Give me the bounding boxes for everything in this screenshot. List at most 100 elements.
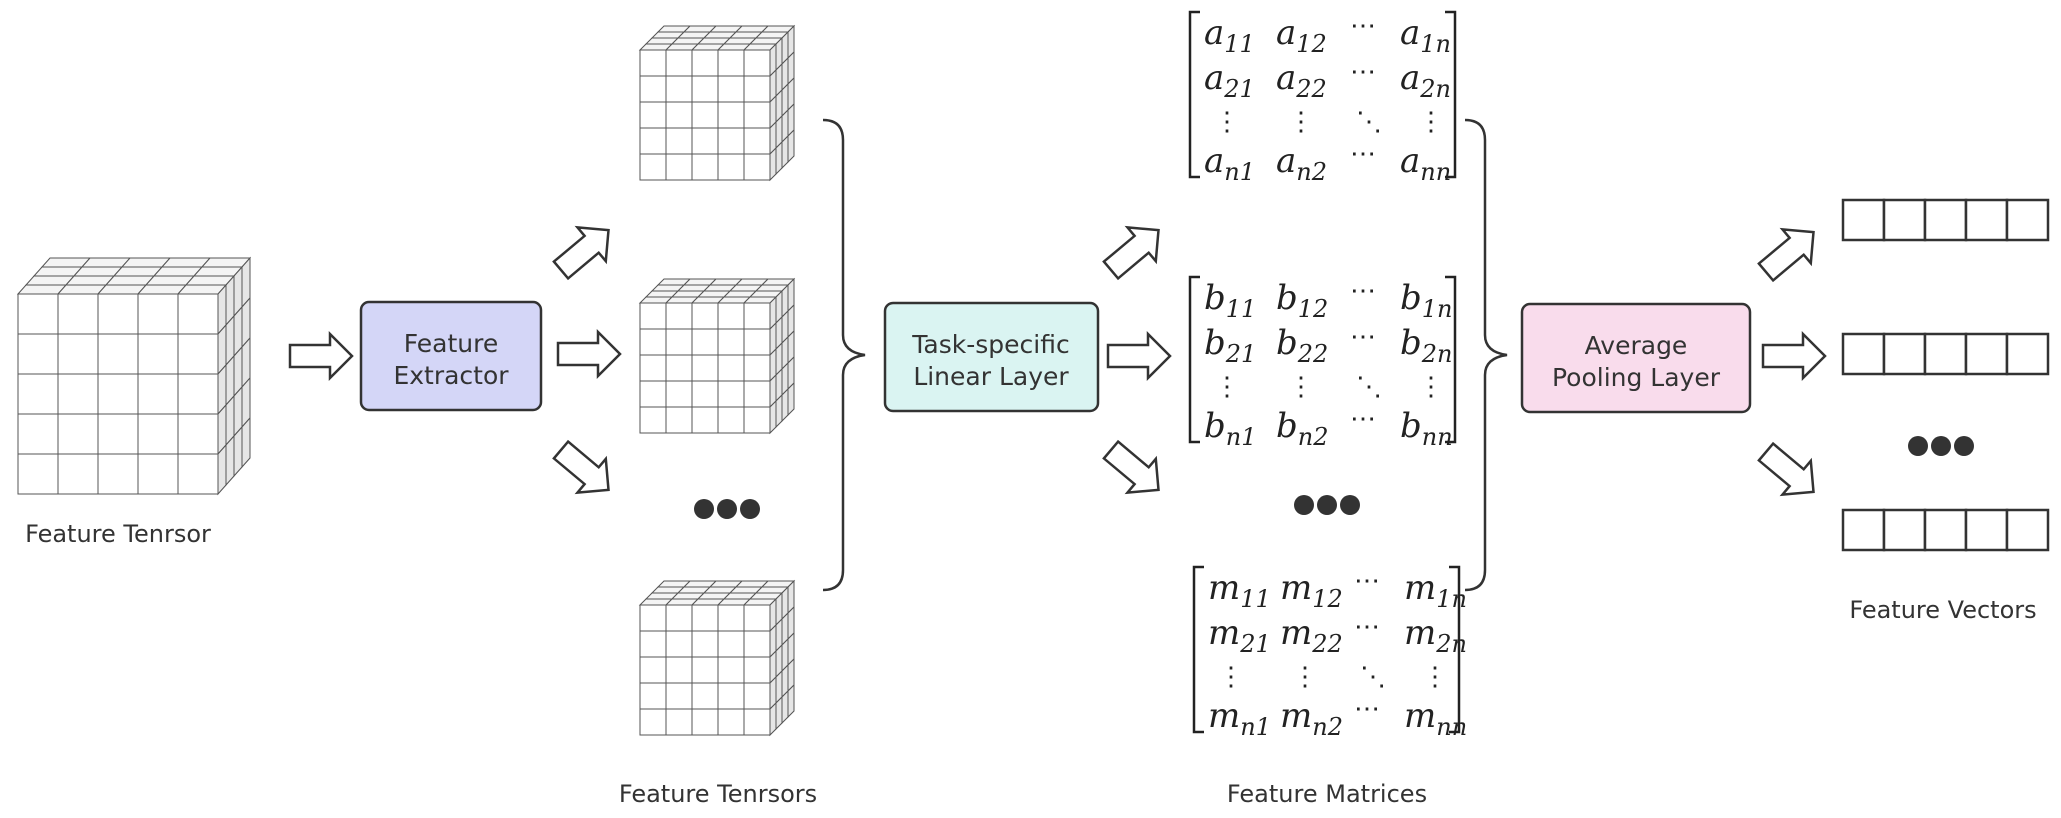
arrow-right-icon — [1761, 330, 1827, 382]
vector-cell — [1964, 508, 2009, 552]
matrix-entry: a1n — [1400, 13, 1451, 58]
matrix-entry: a2n — [1400, 58, 1451, 103]
input-feature-tensor-cube — [16, 256, 252, 496]
ellipsis-dot — [1931, 436, 1951, 456]
matrix-hdots: ⋯ — [1350, 139, 1376, 169]
vector-cell — [1882, 332, 1927, 376]
vector-cell — [1923, 198, 1968, 242]
arrow-right-icon — [1106, 330, 1172, 382]
left-bracket — [1192, 565, 1204, 734]
matrix-entry: an1 — [1204, 141, 1255, 186]
caption-feature-matrices: Feature Matrices — [1227, 780, 1427, 808]
vector-cell — [1841, 198, 1886, 242]
matrix-entry: m22 — [1280, 613, 1343, 658]
input-cube-grid — [16, 256, 252, 496]
right-bracket — [1449, 565, 1461, 734]
left-bracket — [1188, 10, 1200, 179]
feature-tensor-cube — [638, 24, 796, 182]
matrix-entry: a12 — [1276, 13, 1327, 58]
matrix-entry: a11 — [1204, 13, 1255, 58]
ellipsis-dot — [1317, 495, 1337, 515]
ellipsis-dot — [1340, 495, 1360, 515]
vector-cell — [1923, 508, 1968, 552]
vector-cell — [1882, 508, 1927, 552]
ellipsis-dot — [694, 499, 714, 519]
arrow-up-right-icon — [1102, 225, 1160, 281]
arrow-right-icon — [288, 330, 354, 382]
right-bracket — [1445, 275, 1457, 444]
matrix-ddots: ⋱ — [1356, 372, 1382, 402]
matrix-entry: b1n — [1400, 278, 1453, 323]
arrow-down-right-icon — [1102, 439, 1160, 495]
ellipsis-dot — [1908, 436, 1928, 456]
matrix-vdots: ⋮ — [1422, 662, 1448, 692]
feature-tensor-cube — [638, 277, 796, 435]
matrix-entry: bnn — [1400, 406, 1453, 451]
matrix-hdots: ⋯ — [1350, 404, 1376, 434]
pooling-layer-label-line1: Average — [1585, 331, 1688, 360]
matrix-ddots: ⋱ — [1356, 107, 1382, 137]
matrix-entry: m1n — [1404, 568, 1467, 613]
ellipsis-dot — [740, 499, 760, 519]
matrix-entry: a22 — [1276, 58, 1327, 103]
vector-cell — [1841, 508, 1886, 552]
arrow-group — [288, 225, 1827, 497]
feature-vectors — [1841, 198, 2050, 552]
matrix-entry: mn2 — [1280, 696, 1343, 741]
matrix-hdots: ⋯ — [1350, 57, 1376, 87]
matrix-vdots: ⋮ — [1418, 372, 1444, 402]
matrix-entry: bn1 — [1204, 406, 1257, 451]
matrix-entry: b21 — [1204, 323, 1256, 368]
matrix-entry: m12 — [1280, 568, 1343, 613]
matrix-entry: m11 — [1208, 568, 1271, 613]
left-bracket — [1188, 275, 1200, 444]
arrow-down-right-icon — [552, 439, 610, 495]
matrix-entry: mnn — [1404, 696, 1467, 741]
matrix-entry: b12 — [1276, 278, 1328, 323]
vector-cell — [2005, 508, 2050, 552]
matrix-vdots: ⋮ — [1214, 372, 1240, 402]
feature-extractor-label-line2: Extractor — [393, 361, 509, 390]
matrix-entry: b22 — [1276, 323, 1328, 368]
matrix-hdots: ⋯ — [1354, 566, 1380, 596]
arrow-up-right-icon — [1757, 227, 1815, 283]
ellipsis-dot — [1954, 436, 1974, 456]
ellipsis-dot — [1294, 495, 1314, 515]
feature-vector — [1841, 332, 2050, 376]
matrix-vdots: ⋮ — [1288, 107, 1314, 137]
ellipsis-tensors — [694, 499, 760, 519]
pooling-layer-box — [1520, 302, 1752, 414]
feature-extractor-box — [359, 300, 543, 412]
vector-cell — [1923, 332, 1968, 376]
matrix-ddots: ⋱ — [1360, 662, 1386, 692]
linear-layer-box — [883, 301, 1100, 413]
matrix-vdots: ⋮ — [1218, 662, 1244, 692]
matrix-entry: a21 — [1204, 58, 1255, 103]
matrix-hdots: ⋯ — [1354, 612, 1380, 642]
matrix-entry: ann — [1400, 141, 1451, 186]
feature-tensor-cube — [638, 579, 796, 737]
vector-cell — [1882, 198, 1927, 242]
vector-cell — [1841, 332, 1886, 376]
matrix-vdots: ⋮ — [1288, 372, 1314, 402]
matrix-hdots: ⋯ — [1350, 11, 1376, 41]
matrix-vdots: ⋮ — [1292, 662, 1318, 692]
arrow-down-right-icon — [1757, 441, 1815, 497]
linear-layer-label-line1: Task-specific — [911, 330, 1069, 359]
caption-feature-vectors: Feature Vectors — [1849, 596, 2036, 624]
matrix-vdots: ⋮ — [1418, 107, 1444, 137]
matrix-entry: b11 — [1204, 278, 1256, 323]
arrow-up-right-icon — [552, 225, 610, 281]
arrow-right-icon — [556, 328, 622, 380]
matrix-hdots: ⋯ — [1354, 694, 1380, 724]
pooling-layer-label-line2: Pooling Layer — [1552, 363, 1721, 392]
matrix-entry: mn1 — [1208, 696, 1271, 741]
feature-tensor-cubes — [638, 24, 796, 737]
vector-cell — [2005, 198, 2050, 242]
feature-extractor-label-line1: Feature — [404, 329, 498, 358]
matrix-vdots: ⋮ — [1214, 107, 1240, 137]
matrix-hdots: ⋯ — [1350, 276, 1376, 306]
